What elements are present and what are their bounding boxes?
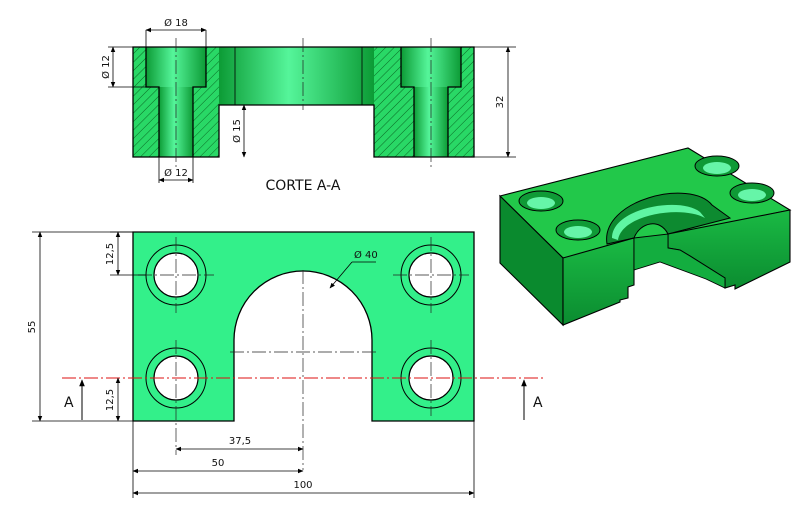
- dim-height: 32: [495, 96, 506, 109]
- dim-hole-x: 37,5: [229, 436, 251, 447]
- plan-view: Ø 40 12,5 12,5 55 37,5 50 100 A A: [27, 231, 545, 498]
- section-bridge: [219, 47, 374, 105]
- dim-hole-offset-bottom: 12,5: [105, 389, 116, 411]
- section-mark-right: A: [533, 395, 543, 411]
- dim-total-width: 100: [293, 480, 312, 491]
- plan-body: [132, 231, 475, 422]
- section-mark-left: A: [64, 395, 74, 411]
- dim-hole-offset-top: 12,5: [105, 243, 116, 265]
- dim-half-width: 50: [212, 458, 225, 469]
- dim-total-height: 55: [27, 321, 38, 334]
- section-view: Ø 18 Ø 12 Ø 12 Ø 15 32 CORTE A-A: [100, 17, 516, 194]
- dim-slot-radius: Ø 40: [354, 249, 378, 261]
- dim-counterbore-depth: Ø 12: [100, 55, 112, 79]
- dim-slot-dia: Ø 15: [231, 119, 243, 143]
- isometric-view: [498, 147, 792, 327]
- dim-counterbore-dia: Ø 18: [164, 17, 188, 29]
- section-title: CORTE A-A: [266, 178, 341, 194]
- dim-hole-dia: Ø 12: [164, 167, 188, 179]
